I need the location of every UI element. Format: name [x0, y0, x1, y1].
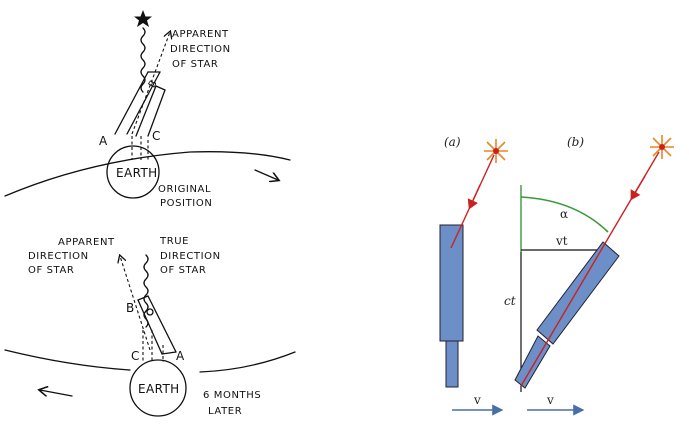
label-apparent-bottom-2: DIRECTION: [28, 251, 89, 262]
label-true-3: OF STAR: [160, 265, 206, 276]
label-apparent-top-2: DIRECTION: [170, 44, 231, 55]
label-b-top: B: [147, 78, 160, 90]
light-wave-top: [140, 27, 146, 93]
label-apparent-top-3: OF STAR: [172, 59, 218, 70]
orbit-bottom: [4, 349, 296, 373]
velocity-b-label: v: [546, 393, 554, 407]
label-a-bottom: A: [176, 349, 185, 363]
ct-label: ct: [504, 294, 516, 308]
star-icon: [134, 10, 152, 27]
panel-b-label: (b): [567, 135, 584, 149]
label-c-top: C: [152, 129, 161, 143]
label-true-1: TRUE: [159, 236, 189, 247]
earth-label-top: EARTH: [116, 166, 158, 180]
telescope-bottom: [137, 295, 177, 355]
telescope-a-eyepiece: [445, 340, 459, 388]
label-original-2: POSITION: [160, 198, 212, 209]
velocity-a-label: v: [473, 393, 481, 407]
panel-a: (a) v: [439, 135, 508, 416]
telescope-top: [114, 71, 166, 137]
label-original-1: ORIGINAL: [158, 184, 211, 195]
panel-b: (b) α vt ct v: [504, 135, 674, 416]
left-top-sketch: A C B APPARENT DIRECTION OF STAR EARTH O…: [4, 10, 291, 209]
label-true-2: DIRECTION: [160, 251, 221, 262]
vt-label: vt: [555, 234, 568, 248]
alpha-label: α: [560, 207, 568, 221]
label-later-1: 6 MONTHS: [203, 390, 261, 401]
label-apparent-top-1: APPARENT: [172, 29, 229, 40]
earth-top: [106, 145, 160, 199]
alpha-arc: [520, 196, 609, 233]
label-a-top: A: [99, 134, 108, 148]
panel-a-label: (a): [444, 135, 461, 149]
orbit-top: [4, 151, 291, 197]
left-bottom-sketch: APPARENT DIRECTION OF STAR TRUE DIRECTIO…: [4, 236, 296, 417]
label-later-2: LATER: [208, 406, 242, 417]
label-c-bottom: C: [131, 349, 140, 363]
earth-bottom: [129, 359, 187, 417]
telescope-a-body: [439, 224, 464, 342]
label-b-bottom: B: [126, 301, 135, 315]
apparent-direction-arrow-top: [131, 32, 170, 135]
label-apparent-bottom-1: APPARENT: [58, 237, 115, 248]
earth-label-bottom: EARTH: [138, 382, 180, 396]
telescope-b: [514, 241, 620, 389]
label-apparent-bottom-3: OF STAR: [28, 265, 74, 276]
